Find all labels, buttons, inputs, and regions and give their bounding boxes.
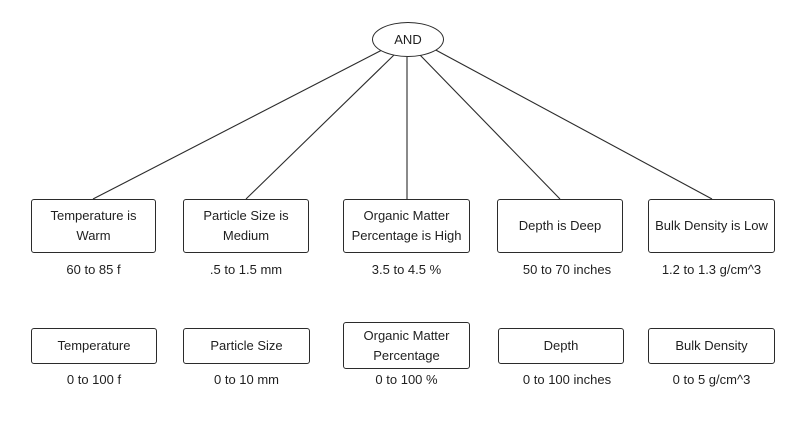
temperature-is-warm-label: Temperature is Warm [50,208,137,243]
connector-and-to-particle-size-is-medium [245,54,395,200]
bulk-density-is-low-node: Bulk Density is Low [648,199,775,253]
depth-is-deep-range: 50 to 70 inches [522,262,612,277]
temperature-label: Temperature [57,338,131,353]
bulk-density-label: Bulk Density [675,338,748,353]
temperature-is-warm-range: 60 to 85 f [66,262,121,277]
organic-matter-percentage-range: 0 to 100 % [375,372,438,387]
connector-and-to-temperature-is-warm [92,48,385,200]
depth-is-deep-label: Depth is Deep [518,218,602,233]
organic-matter-percentage-label: Organic Matter Percentage [363,327,450,363]
particle-size-label: Particle Size [210,338,283,353]
particle-size-range: 0 to 10 mm [213,372,280,387]
organic-matter-percentage-is-high-range: 3.5 to 4.5 % [371,262,442,277]
particle-size-is-medium-range: .5 to 1.5 mm [209,262,283,277]
depth-label: Depth [543,338,579,353]
connector-and-to-bulk-density-is-low [431,47,713,200]
connector-and-to-depth-is-deep [419,54,561,200]
bulk-density-range: 0 to 5 g/cm^3 [672,372,751,387]
organic-matter-percentage-node: Organic Matter Percentage [343,322,470,369]
bulk-density-node: Bulk Density [648,328,775,364]
and-node-label: AND [394,32,422,47]
and-node: AND [372,22,444,57]
depth-range: 0 to 100 inches [522,372,612,387]
temperature-is-warm-node: Temperature is Warm [31,199,156,253]
organic-matter-percentage-is-high-label: Organic Matter Percentage is High [351,208,462,243]
depth-node: Depth [498,328,624,364]
particle-size-is-medium-label: Particle Size is Medium [203,208,289,243]
particle-size-is-medium-node: Particle Size is Medium [183,199,309,253]
organic-matter-percentage-is-high-node: Organic Matter Percentage is High [343,199,470,253]
temperature-node: Temperature [31,328,157,364]
bulk-density-is-low-label: Bulk Density is Low [655,218,768,233]
particle-size-node: Particle Size [183,328,310,364]
depth-is-deep-node: Depth is Deep [497,199,623,253]
bulk-density-is-low-range: 1.2 to 1.3 g/cm^3 [661,262,762,277]
temperature-range: 0 to 100 f [66,372,122,387]
